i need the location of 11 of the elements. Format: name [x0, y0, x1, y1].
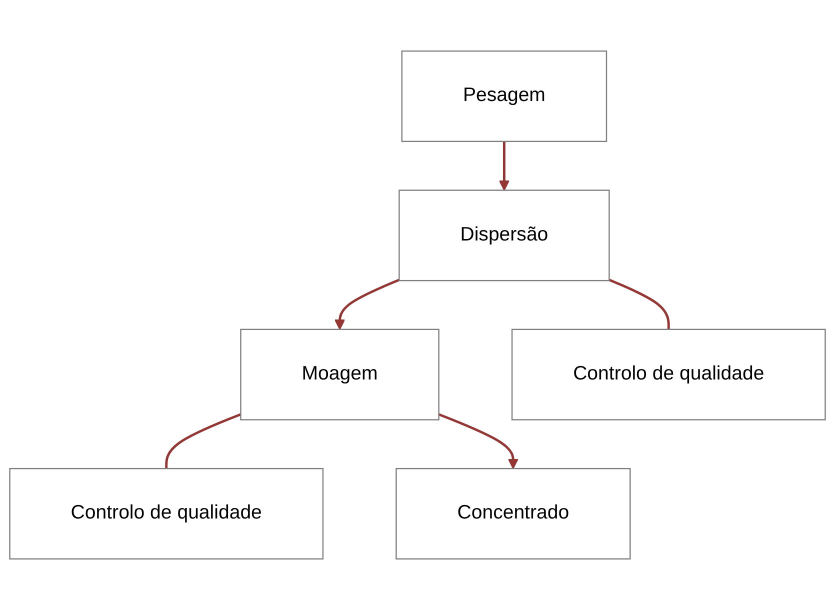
node-box: Dispersão [398, 190, 610, 282]
node-box: Controlo de qualidade [9, 468, 324, 560]
node-box: Concentrado [396, 468, 631, 560]
node-box: Controlo de qualidade [511, 328, 826, 420]
arrow [334, 278, 400, 330]
node-box: Moagem [240, 328, 440, 420]
connector [608, 278, 670, 330]
arrow [498, 141, 510, 191]
arrow [438, 413, 519, 470]
node-box: Pesagem [401, 50, 608, 142]
connector [165, 413, 242, 469]
